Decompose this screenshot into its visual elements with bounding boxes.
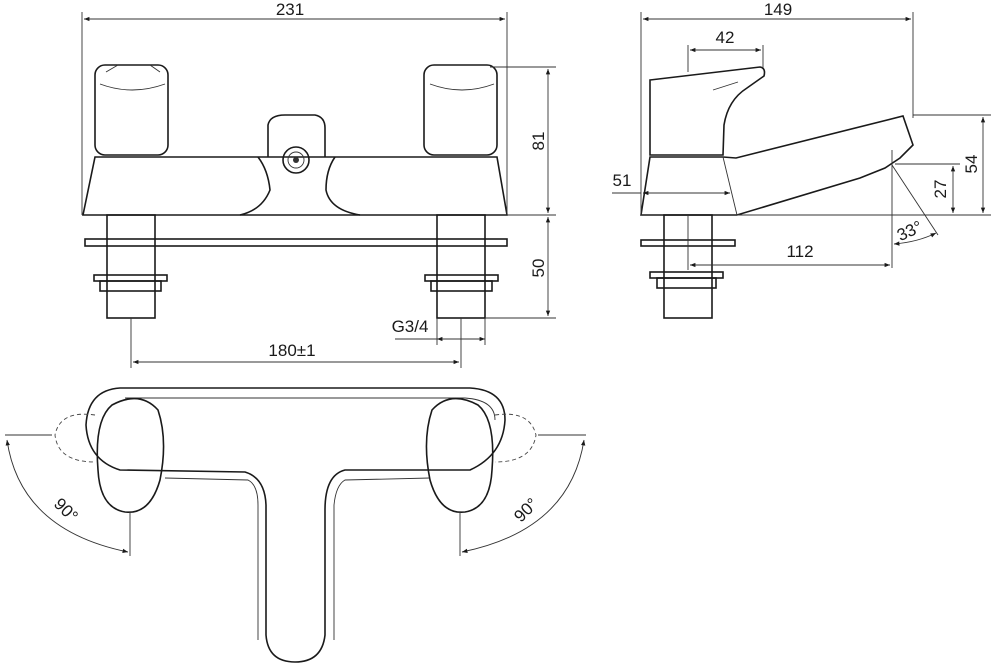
dim-height-upper: 81 <box>529 132 548 151</box>
left-handle <box>94 64 169 156</box>
right-handle <box>423 64 498 156</box>
dim-depth: 149 <box>764 0 792 19</box>
side-handle <box>649 66 766 156</box>
right-stem <box>436 214 486 319</box>
side-body-spout <box>640 115 914 216</box>
top-right-handle <box>425 397 494 513</box>
dim-thread: G3/4 <box>392 317 429 336</box>
dim-reach: 112 <box>786 242 813 261</box>
top-outline <box>85 387 506 663</box>
spout-front <box>239 114 361 216</box>
dim-handle: 42 <box>716 28 735 47</box>
top-view: 90° 90° <box>5 387 586 663</box>
left-stem <box>106 214 156 319</box>
front-view: 231 81 50 G3/4 180±1 <box>81 0 556 368</box>
dim-height-lower: 50 <box>529 259 548 278</box>
top-left-handle <box>96 397 165 513</box>
body <box>82 156 508 216</box>
dim-spout-height: 54 <box>962 155 981 174</box>
deck-plate <box>84 238 508 247</box>
side-view: 149 42 51 54 27 112 33° <box>612 0 991 319</box>
dim-angle: 33° <box>894 217 925 245</box>
dim-rotation-left: 90° <box>50 494 82 526</box>
dim-width: 231 <box>276 0 304 19</box>
dim-centers: 180±1 <box>268 341 315 360</box>
dim-base: 51 <box>613 171 632 190</box>
aerator <box>282 146 310 174</box>
dim-outlet-height: 27 <box>931 180 950 199</box>
